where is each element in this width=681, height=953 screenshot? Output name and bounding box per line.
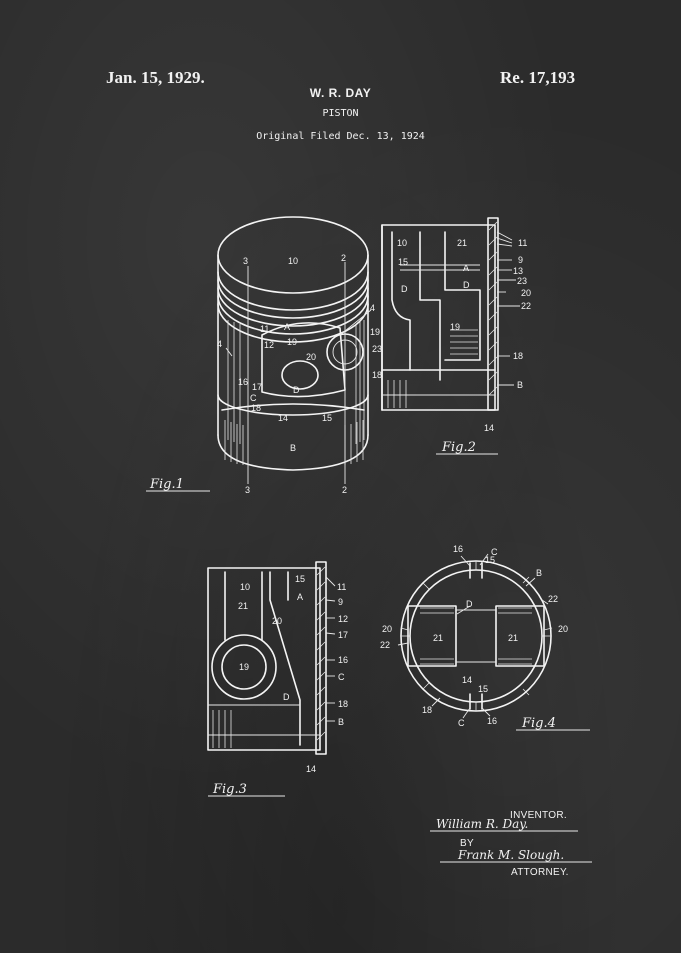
fig1-label: 19 xyxy=(287,337,297,347)
fig4-label: 22 xyxy=(380,640,390,650)
fig3-label: A xyxy=(297,592,303,602)
fig4-label: 18 xyxy=(422,705,432,715)
fig2-label: 19 xyxy=(370,327,380,337)
fig2-label: B xyxy=(517,380,523,390)
fig2-label: 21 xyxy=(457,238,467,248)
fig2-label: 9 xyxy=(518,255,523,265)
by-label: BY xyxy=(460,838,474,849)
fig4-label: 16 xyxy=(487,716,497,726)
fig1-label: 18 xyxy=(372,370,382,380)
fig1-label: 14 xyxy=(278,413,288,423)
fig3-label: B xyxy=(338,717,344,727)
fig1-caption: Fig.1 xyxy=(149,477,184,492)
fig2-label: 18 xyxy=(513,351,523,361)
fig1-label: 15 xyxy=(322,413,332,423)
filed-date: Original Filed Dec. 13, 1924 xyxy=(256,131,425,142)
fig1-label: 4 xyxy=(217,339,222,349)
fig4-label: 15 xyxy=(478,684,488,694)
fig1-label: 10 xyxy=(288,256,298,266)
fig4-label: 20 xyxy=(558,624,568,634)
figure-1: 10 3 2 11 A 4 12 19 20 23 4 16 17 C 18 D… xyxy=(146,217,382,495)
fig1-label: 16 xyxy=(238,377,248,387)
attorney-label: ATTORNEY. xyxy=(511,867,569,878)
fig3-label: 20 xyxy=(272,616,282,626)
fig4-label: 21 xyxy=(508,633,518,643)
fig4-label: 22 xyxy=(548,594,558,604)
fig1-label: 2 xyxy=(341,253,346,263)
fig2-label: 10 xyxy=(397,238,407,248)
fig1-label: 3 xyxy=(243,256,248,266)
patent-number: Re. 17,193 xyxy=(500,68,576,87)
fig2-label: 11 xyxy=(518,238,527,248)
fig4-label: 21 xyxy=(433,633,443,643)
fig2-label: 22 xyxy=(521,301,531,311)
fig2-label: A xyxy=(463,263,469,273)
fig3-label: 18 xyxy=(338,699,348,709)
fig1-label: 11 xyxy=(260,324,269,334)
fig2-label: 23 xyxy=(517,276,527,286)
figure-4: 16 C 15 B 22 D 20 21 21 20 22 14 15 18 C… xyxy=(380,544,590,731)
fig4-label: 20 xyxy=(382,624,392,634)
fig1-label: 17 xyxy=(252,382,262,392)
fig1-label: 23 xyxy=(372,344,382,354)
fig4-label: B xyxy=(536,568,542,578)
fig1-label: A xyxy=(284,322,290,332)
fig4-label: 14 xyxy=(462,675,472,685)
fig1-label: 3 xyxy=(245,485,250,495)
fig3-label: 14 xyxy=(306,764,316,774)
fig4-caption: Fig.4 xyxy=(521,716,556,731)
fig1-label: 18 xyxy=(251,403,261,413)
fig3-caption: Fig.3 xyxy=(212,782,247,797)
fig1-label: 2 xyxy=(342,485,347,495)
fig3-label: C xyxy=(338,672,345,682)
fig2-label: 15 xyxy=(398,257,408,267)
inventor-label: INVENTOR. xyxy=(510,810,567,821)
inventor-signature: William R. Day. xyxy=(436,817,529,831)
inventor-name: W. R. DAY xyxy=(309,86,372,100)
fig4-label: C xyxy=(491,547,498,557)
fig3-label: 12 xyxy=(338,614,348,624)
fig1-label: 20 xyxy=(306,352,316,362)
fig2-label: D xyxy=(463,280,470,290)
fig3-label: 10 xyxy=(240,582,250,592)
attorney-signature: Frank M. Slough. xyxy=(458,848,565,862)
fig3-label: 11 xyxy=(337,582,346,592)
patent-title: PISTON xyxy=(322,108,359,119)
fig1-label: D xyxy=(293,385,300,395)
fig2-label: D xyxy=(401,284,408,294)
fig3-label: 9 xyxy=(338,597,343,607)
figure-3: 10 15 11 A 9 21 20 12 17 16 19 C D 18 B … xyxy=(208,562,348,797)
fig3-label: 17 xyxy=(338,630,348,640)
fig1-label: 4 xyxy=(370,303,375,313)
fig4-label: C xyxy=(458,718,465,728)
patent-date: Jan. 15, 1929. xyxy=(106,68,205,87)
fig4-label: 16 xyxy=(453,544,463,554)
fig3-label: 19 xyxy=(239,662,249,672)
fig1-label: C xyxy=(250,393,257,403)
fig2-label: 19 xyxy=(450,322,460,332)
fig3-label: 15 xyxy=(295,574,305,584)
fig2-label: 14 xyxy=(484,423,494,433)
fig2-caption: Fig.2 xyxy=(441,440,476,455)
fig1-label: B xyxy=(290,443,296,453)
fig2-label: 13 xyxy=(513,266,523,276)
fig3-label: D xyxy=(283,692,290,702)
fig3-label: 16 xyxy=(338,655,348,665)
fig1-label: 12 xyxy=(264,340,274,350)
fig4-label: D xyxy=(466,599,473,609)
figure-2: 10 21 11 15 A 9 13 D D 23 20 22 19 19 18… xyxy=(370,218,531,455)
fig4-label: 15 xyxy=(485,555,495,565)
fig2-label: 20 xyxy=(521,288,531,298)
fig3-label: 21 xyxy=(238,601,248,611)
